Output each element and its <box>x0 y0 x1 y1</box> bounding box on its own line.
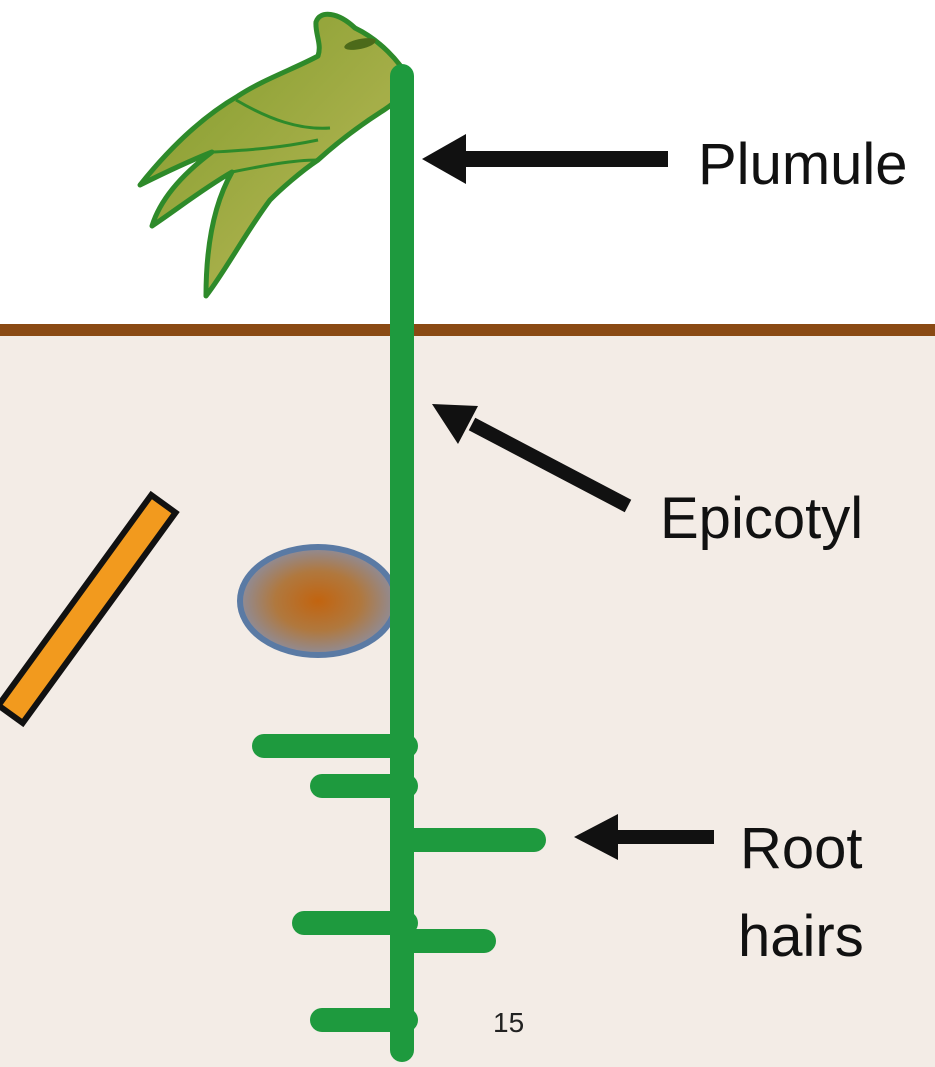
root-hairs-label-line1: Root <box>740 816 863 881</box>
epicotyl-label: Epicotyl <box>660 486 863 551</box>
page-number: 15 <box>493 1007 524 1038</box>
plumule-label: Plumule <box>698 132 908 197</box>
seed <box>240 547 396 655</box>
root-hairs-label-line2: hairs <box>738 904 864 969</box>
soil-surface-line <box>0 324 935 336</box>
